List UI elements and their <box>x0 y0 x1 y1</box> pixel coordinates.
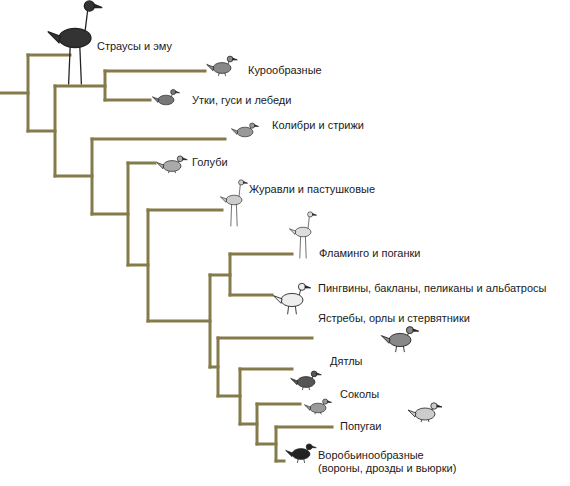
tree-branch <box>55 175 92 178</box>
tree-branch <box>91 139 94 214</box>
tree-branch <box>257 403 300 406</box>
hummingbird-drawing <box>231 123 258 137</box>
tree-branch <box>240 423 257 426</box>
clade-label: Воробьинообразные (вороны, дрозды и вьюр… <box>318 449 463 475</box>
bird-illustrations <box>48 1 442 463</box>
clade-label: Соколы <box>340 388 379 401</box>
tree-branch <box>147 210 150 321</box>
tree-branch <box>92 138 225 141</box>
clade-label: Дятлы <box>330 355 363 368</box>
tree-branches <box>0 55 332 461</box>
tree-branch <box>239 369 242 424</box>
hawk-drawing <box>381 327 418 353</box>
clade-label: Попугаи <box>340 420 382 433</box>
clade-label: Голуби <box>192 156 228 169</box>
clade-label: Журавли и пастушковые <box>249 183 375 196</box>
duck-drawing <box>152 89 179 104</box>
clade-label: Страусы и эму <box>97 40 172 53</box>
tree-branch <box>218 395 240 398</box>
tree-branch <box>28 54 70 57</box>
tree-branch <box>54 86 57 176</box>
tree-branch <box>55 85 105 88</box>
tree-branch <box>240 368 292 371</box>
tree-branch <box>217 338 220 396</box>
tree-branch <box>218 337 312 340</box>
crane-drawing <box>220 180 247 227</box>
tree-branch <box>256 404 259 444</box>
tree-branch <box>209 275 212 367</box>
tree-branch <box>230 294 272 297</box>
pelican-drawing <box>273 283 310 314</box>
clade-label: Утки, гуси и лебеди <box>192 94 291 107</box>
flamingo-drawing <box>289 212 316 259</box>
tree-branch <box>148 320 210 323</box>
tree-branch <box>276 426 332 429</box>
tree-branch <box>128 162 155 165</box>
tree-branch <box>27 55 30 131</box>
clade-label: Курообразные <box>248 64 322 77</box>
tree-branch <box>105 70 205 73</box>
tree-branch <box>128 264 148 267</box>
tree-branch <box>0 92 28 95</box>
tree-branch <box>230 253 292 256</box>
falcon-drawing <box>304 399 331 414</box>
tree-branch <box>148 209 222 212</box>
clade-label: Колибри и стрижи <box>272 119 364 132</box>
woodpecker-drawing <box>291 371 322 390</box>
crow-drawing <box>286 444 317 463</box>
parrot-drawing <box>408 403 442 422</box>
tree-branch <box>276 460 284 463</box>
clade-label: Пингвины, бакланы, пеликаны и альбатросы <box>318 282 547 295</box>
tree-branch <box>257 443 276 446</box>
tree-branch <box>229 254 232 295</box>
pigeon-drawing <box>157 156 188 173</box>
tree-branch <box>275 427 278 461</box>
tree-branch <box>28 130 55 133</box>
ostrich-drawing <box>48 1 102 85</box>
tree-branch <box>105 99 150 102</box>
tree-branch <box>92 213 128 216</box>
tree-branch <box>210 274 230 277</box>
clade-label: Ястребы, орлы и стервятники <box>318 312 470 325</box>
tree-branch <box>127 163 130 265</box>
pheasant-drawing <box>207 56 238 76</box>
clade-label: Фламинго и поганки <box>319 247 420 260</box>
tree-branch <box>104 71 107 100</box>
